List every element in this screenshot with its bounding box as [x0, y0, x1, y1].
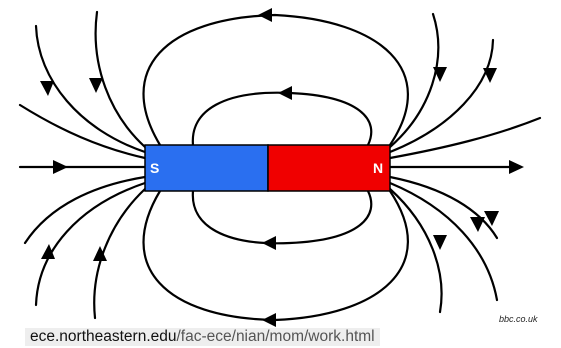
source-url-domain: ece.northeastern.edu: [30, 328, 177, 345]
field-line-north-lower-1: [388, 187, 443, 314]
field-line-south-lower-1: [93, 187, 147, 320]
arrowhead-north-upper-1: [433, 67, 447, 82]
field-line-south-lower-3: [23, 175, 147, 245]
source-url-path: /fac-ece/nian/mom/work.html: [176, 328, 375, 345]
arrowhead-outer-top: [258, 8, 272, 22]
arrowhead-north-upper-2: [483, 68, 497, 83]
field-line-south-upper-2: [34, 24, 147, 154]
arrowhead-south-lower-1: [93, 246, 107, 261]
arrowhead-outer-bottom: [262, 313, 276, 327]
field-line-south-upper-1: [94, 10, 147, 149]
arrowhead-south-upper-2: [40, 81, 54, 96]
field-line-north-lower-3: [388, 175, 499, 240]
bar-magnet: S N: [144, 144, 391, 192]
field-line-south-lower-2: [34, 181, 147, 307]
arrowhead-north-lower-1: [433, 235, 447, 250]
arrowhead-south-lower-2: [41, 244, 55, 259]
field-line-inner-top: [191, 91, 373, 147]
field-line-north-lower-2: [388, 181, 499, 302]
field-line-north-upper-2: [388, 38, 495, 154]
source-url: ece.northeastern.edu/fac-ece/nian/mom/wo…: [25, 328, 380, 346]
field-line-inner-bottom: [191, 189, 373, 245]
field-line-outer-top: [142, 13, 409, 147]
arrowhead-north-lower-2: [470, 217, 485, 232]
arrowhead-inner-top: [278, 86, 292, 100]
field-line-outer-bottom: [142, 189, 409, 322]
north-pole: [267, 144, 391, 192]
image-credit: bbc.co.uk: [499, 314, 538, 324]
arrowhead-north-axis: [509, 160, 524, 174]
field-line-north-upper-1: [388, 12, 440, 149]
arrowhead-north-lower-3: [484, 211, 499, 226]
south-pole: [144, 144, 269, 192]
arrowhead-south-axis: [53, 160, 68, 174]
arrowhead-inner-bottom: [262, 236, 276, 250]
field-line-south-upper-3: [18, 103, 147, 160]
north-pole-label: N: [373, 160, 383, 176]
field-line-north-upper-3: [388, 116, 542, 160]
arrowhead-south-upper-1: [89, 78, 103, 93]
south-pole-label: S: [150, 160, 159, 176]
